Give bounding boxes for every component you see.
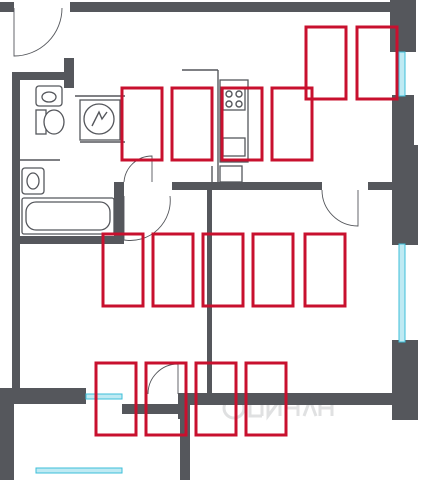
highlight-marker: [304, 25, 348, 101]
wall-bath-bottom: [12, 236, 120, 244]
door-kitchen: [123, 155, 153, 183]
stove-burner: [235, 100, 243, 108]
highlight-marker: [303, 232, 347, 308]
wall-left-lower: [0, 388, 86, 404]
highlight-marker: [244, 361, 288, 437]
window-right-top: [398, 51, 406, 97]
wall-left-bottom: [0, 404, 14, 480]
highlight-marker: [355, 25, 399, 101]
stove-icon: [222, 87, 246, 111]
highlight-marker: [194, 361, 238, 437]
wall-left: [12, 72, 20, 392]
highlight-marker: [170, 86, 214, 162]
wall-pillar-right-middle: [392, 145, 418, 245]
door-balcony: [147, 363, 179, 395]
wall-top-left-stub: [0, 2, 14, 12]
wall-corridor-right: [368, 182, 396, 190]
wall-partition-vertical: [207, 190, 212, 400]
wall-balcony-top: [122, 404, 180, 414]
door-bathroom: [123, 195, 171, 241]
wall-top: [70, 2, 390, 12]
windows: [35, 51, 406, 474]
highlight-marker: [251, 232, 295, 308]
highlight-marker: [270, 86, 314, 162]
kitchen-sink: [222, 137, 246, 157]
window-balcony: [35, 467, 123, 474]
highlight-marker: [120, 86, 164, 162]
kitchen-cabinet: [219, 165, 243, 183]
highlight-marker: [144, 361, 188, 437]
wall-pillar-right-lower: [392, 340, 418, 420]
stove-burner: [225, 90, 233, 98]
washbasin-top-bowl: [41, 91, 57, 103]
bathtub-inner: [25, 201, 111, 231]
highlight-marker: [151, 232, 195, 308]
window-bottom-left: [85, 393, 123, 400]
highlight-marker: [201, 232, 245, 308]
washbasin-lower-bowl: [26, 172, 40, 190]
door-room-right: [321, 189, 359, 227]
highlight-markers: [94, 25, 399, 437]
water-heater-icon: [83, 103, 115, 135]
partitions: [20, 69, 219, 182]
wall-bath-top: [12, 72, 64, 80]
wall-right-upper: [392, 95, 414, 155]
toilet-bowl: [43, 109, 65, 135]
highlight-marker: [94, 361, 138, 437]
stove-burner: [235, 90, 243, 98]
stove-burner: [225, 100, 233, 108]
wall-bath-right: [114, 182, 124, 244]
wall-bottom-main: [178, 393, 418, 405]
wall-corridor: [172, 182, 322, 190]
wall-bath-top-post: [64, 58, 74, 88]
wall-balcony-right: [180, 404, 190, 480]
highlight-marker: [101, 232, 145, 308]
highlight-marker: [220, 86, 264, 162]
door-entrance: [13, 7, 63, 57]
water-heater-symbol: [91, 110, 108, 127]
fixtures: [21, 79, 249, 235]
window-right-middle: [398, 243, 406, 343]
